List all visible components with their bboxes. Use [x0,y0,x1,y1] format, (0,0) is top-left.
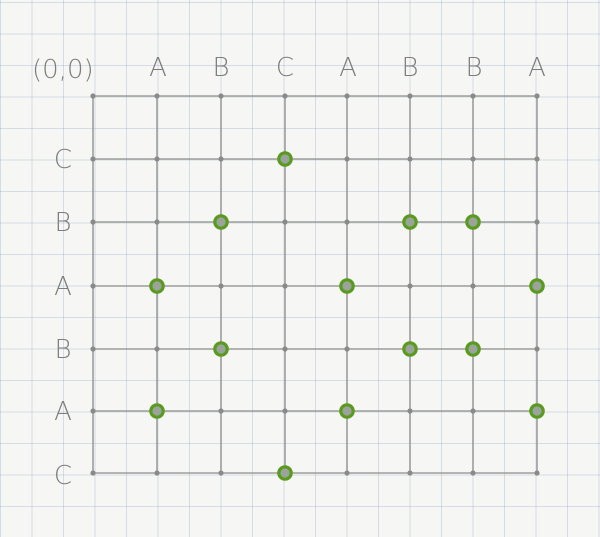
grid-node [407,470,413,476]
grid-node [470,93,476,99]
column-label: A [528,53,546,83]
row-label: A [54,397,72,427]
grid-node [90,346,96,352]
column-label: A [339,53,357,83]
highlighted-point [465,214,481,230]
grid-node [154,346,160,352]
grid-node [407,283,413,289]
grid-node [154,219,160,225]
grid-node [90,408,96,414]
grid-node [470,408,476,414]
highlighted-point [529,403,545,419]
highlighted-point [149,403,165,419]
grid-node [344,346,350,352]
grid-node [90,470,96,476]
grid-node [218,283,224,289]
highlighted-points [149,151,545,481]
grid-node [470,470,476,476]
column-label: B [465,53,482,83]
grid-node [534,346,540,352]
highlighted-point [213,214,229,230]
grid-node [282,219,288,225]
row-label: B [54,208,71,238]
highlighted-point [465,341,481,357]
highlighted-point [529,278,545,294]
column-label: B [212,53,229,83]
grid-node [218,408,224,414]
row-label: A [54,272,72,302]
highlighted-point [339,403,355,419]
grid-node [90,219,96,225]
grid-node [344,156,350,162]
highlighted-point [277,465,293,481]
grid-node [154,93,160,99]
highlighted-point [213,341,229,357]
origin-label: (0,0) [32,55,94,85]
row-label: C [54,461,72,491]
grid-node [282,408,288,414]
highlighted-point [402,214,418,230]
highlighted-point [339,278,355,294]
grid-node [218,470,224,476]
grid-node [344,219,350,225]
grid-node [534,93,540,99]
row-label: C [54,145,72,175]
column-label: B [401,53,418,83]
highlighted-point [402,341,418,357]
grid-node [407,93,413,99]
grid-node [90,283,96,289]
column-label: A [149,53,167,83]
grid-node [218,93,224,99]
grid-node [90,93,96,99]
grid-node [344,93,350,99]
grid-node [90,156,96,162]
grid-node [470,156,476,162]
grid-node [470,283,476,289]
row-label: B [54,335,71,365]
highlighted-point [149,278,165,294]
grid-node [534,219,540,225]
grid-node [154,156,160,162]
grid-node [407,408,413,414]
grid-node [344,470,350,476]
grid-node [534,470,540,476]
labels: (0,0) A B C A B B A C B A B A C [32,53,546,491]
grid-node [154,470,160,476]
grid-node [407,156,413,162]
grid-node [218,156,224,162]
grid-node [282,283,288,289]
column-label: C [276,53,294,83]
grid-node [282,93,288,99]
grid-node [282,346,288,352]
grid-node [534,156,540,162]
highlighted-point [277,151,293,167]
